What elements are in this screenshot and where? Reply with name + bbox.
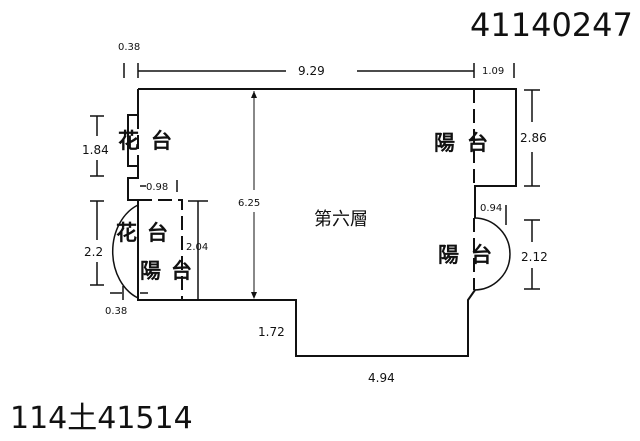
dim-left-planter-depth: 0.98 [146, 182, 168, 193]
left-planter-arc [112, 204, 139, 299]
dim-right-lower-height: 2.12 [521, 250, 548, 264]
dim-main-height: 6.25 [238, 198, 260, 209]
arrow-head [251, 91, 257, 98]
dim-left-planter-height: 1.84 [82, 143, 109, 157]
balcony-right-bottom-label: 陽台 [438, 243, 504, 267]
dim-top-main-width: 9.29 [298, 64, 325, 78]
floor-label: 第六層 [314, 209, 368, 230]
document-id-bottom: 114土41514 [10, 401, 193, 436]
left-balcony-box [138, 199, 183, 300]
right-lower-balcony-arc [473, 217, 511, 291]
dim-left-balcony-height: 2.04 [186, 242, 208, 253]
dim-step-height: 1.72 [258, 325, 285, 339]
balcony-left-label: 陽台 [140, 259, 202, 283]
dim-bottom-width: 4.94 [368, 371, 395, 385]
planter-left-label: 花台 [116, 221, 178, 245]
balcony-right-top-label: 陽台 [434, 131, 500, 155]
dim-top-left-offset: 0.38 [118, 42, 140, 53]
document-id-top: 41140247 [470, 6, 633, 44]
dim-right-balcony-height: 2.86 [520, 131, 547, 145]
planter-top-label: 花台 [118, 129, 184, 153]
building-outline [127, 88, 517, 357]
arrow-head [251, 292, 257, 299]
dim-top-right-balcony: 1.09 [482, 66, 504, 77]
dim-bottom-left-offset: 0.38 [105, 306, 127, 317]
dim-right-lower-depth: 0.94 [480, 203, 502, 214]
dim-left-lower-height: 2.2 [84, 245, 103, 259]
